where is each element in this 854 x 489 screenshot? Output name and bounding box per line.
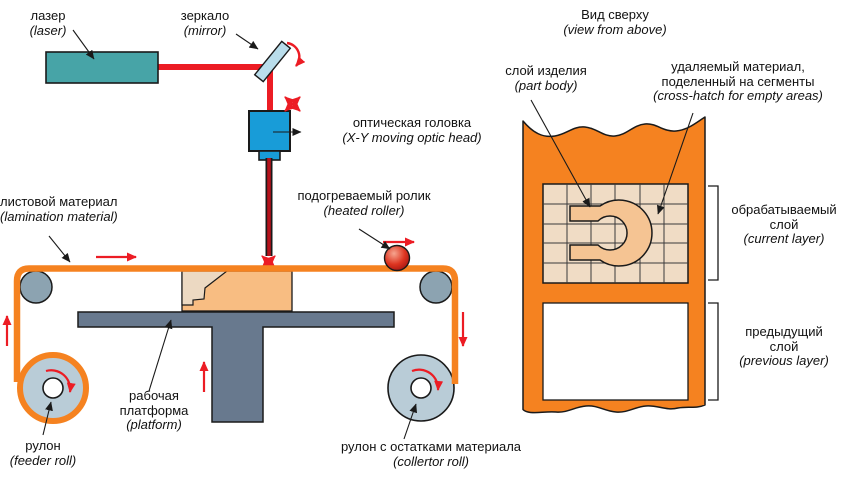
part-block-cut-section	[181, 270, 229, 306]
current-layer-label: обрабатываемый слой (current layer)	[731, 202, 837, 246]
segmented-material-label: удаляемый материал, поделенный на сегмен…	[653, 59, 823, 103]
current-layer-bracket	[708, 185, 719, 281]
xy-motion-cross-icon	[284, 96, 301, 112]
idler-roller-right	[419, 270, 453, 304]
feeder-roll-label: рулон (feeder roll)	[9, 438, 77, 468]
feeder-roll-pointer	[42, 401, 53, 436]
laser-pointer	[72, 29, 95, 60]
laser-label: лазер (laser)	[8, 8, 88, 38]
previous-layer-window	[542, 302, 689, 401]
label-pointers-left	[42, 29, 418, 440]
collector-roll-pointer	[403, 403, 418, 440]
mirror-label: зеркало (mirror)	[180, 8, 230, 38]
view-from-above-title: Вид сверху (view from above)	[563, 7, 667, 37]
heated-roller-pointer	[358, 228, 391, 250]
feeder-roll-hub	[42, 377, 64, 399]
part-body-pointer	[530, 99, 591, 208]
work-platform	[77, 311, 395, 423]
label-pointers-right	[530, 99, 694, 215]
collector-roll-rotation-arrow-icon	[411, 368, 444, 391]
collector-roll-label: рулон с остатками материала (collertor r…	[340, 439, 522, 469]
mirror-rotation-arrow-icon	[286, 41, 306, 67]
optic-head-box	[248, 110, 291, 152]
previous-layer-bracket	[708, 302, 719, 401]
mirror-glass	[253, 40, 292, 83]
lamination-sheet	[13, 265, 459, 384]
laser-label-ru: лазер	[30, 8, 66, 23]
lamination-pointer	[48, 235, 71, 263]
laser-label-en: (laser)	[29, 22, 67, 38]
idler-roller-left	[19, 270, 53, 304]
platform-label: рабочая платформа (platform)	[119, 388, 189, 432]
feeder-roll-rotation-arrow-icon	[45, 369, 76, 393]
collector-roll-hub	[410, 377, 432, 399]
heated-roller-label: подогреваемый ролик (heated roller)	[297, 188, 431, 218]
segmented-material-pointer	[657, 112, 694, 215]
previous-layer-label: предыдущий слой (previous layer)	[739, 324, 829, 368]
part-body-label: слой изделия (part body)	[505, 63, 587, 93]
optic-head-label: оптическая головка (X-Y moving optic hea…	[342, 115, 482, 145]
lamination-material-label: листовой материал (lamination material)	[0, 194, 118, 224]
platform-pointer	[148, 319, 173, 392]
laser-box	[45, 51, 159, 84]
part-body-shape	[569, 199, 653, 267]
sheet-direction-arrows	[2, 252, 468, 392]
mirror-pointer	[235, 33, 259, 50]
heated-roller-ball	[383, 244, 411, 272]
